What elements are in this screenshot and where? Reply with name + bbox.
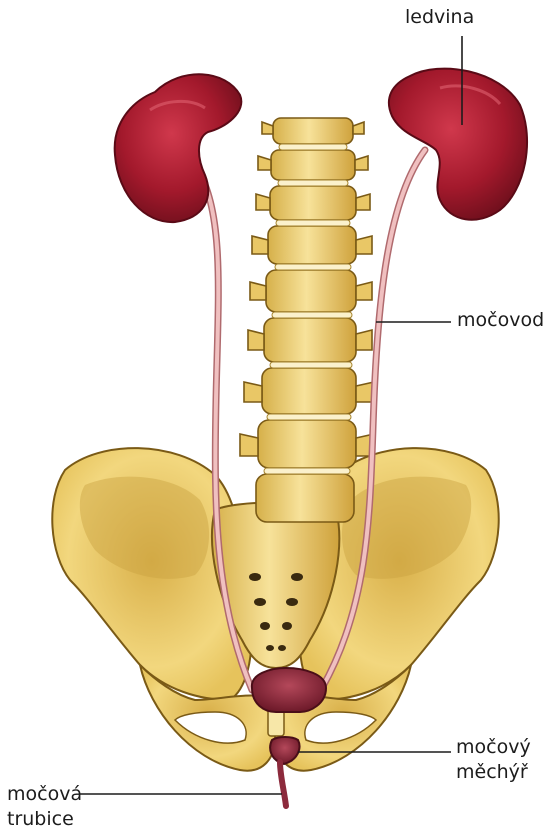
label-kidney: ledvina (405, 6, 474, 29)
label-urethra-line1: močová (7, 783, 82, 806)
label-bladder-line2: měchýř (456, 761, 528, 784)
right-kidney (389, 69, 527, 220)
label-ureter: močovod (457, 309, 544, 332)
label-urethra-line2: trubice (7, 808, 74, 831)
label-bladder-line1: močový (456, 736, 531, 759)
urethra (280, 762, 286, 806)
left-kidney (115, 74, 242, 222)
spine (240, 118, 374, 522)
